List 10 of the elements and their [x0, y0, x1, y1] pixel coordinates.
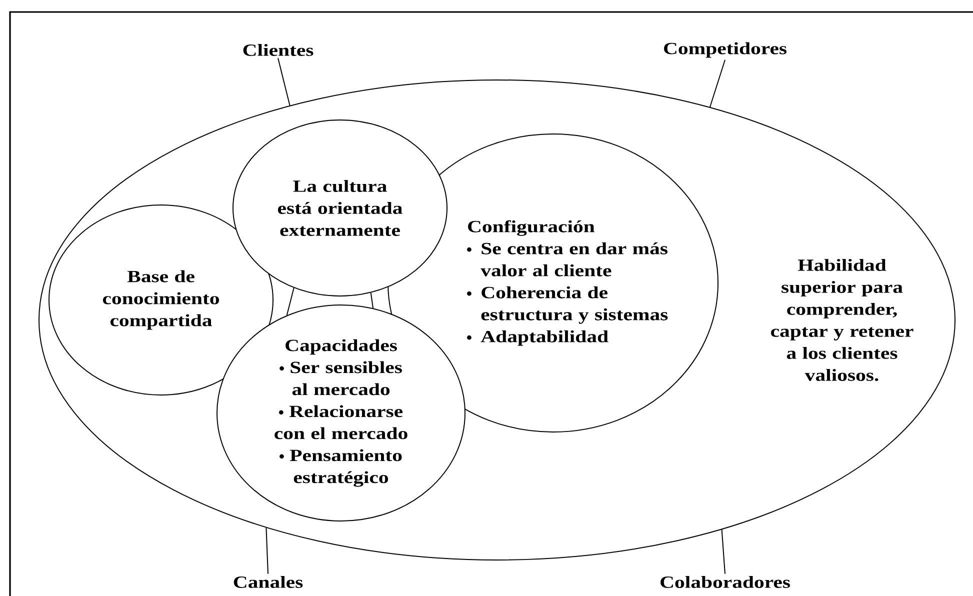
leader-line [721, 529, 726, 574]
connector-line [370, 292, 374, 309]
category-label: Competidores [664, 42, 787, 58]
category-label: Canales [234, 576, 303, 588]
connector-line [286, 287, 294, 316]
leader-line [710, 59, 726, 108]
leader-line [278, 58, 290, 106]
category-label: Clientes [243, 44, 314, 56]
leader-line [266, 527, 268, 574]
category-label: Colaboradores [660, 576, 790, 588]
